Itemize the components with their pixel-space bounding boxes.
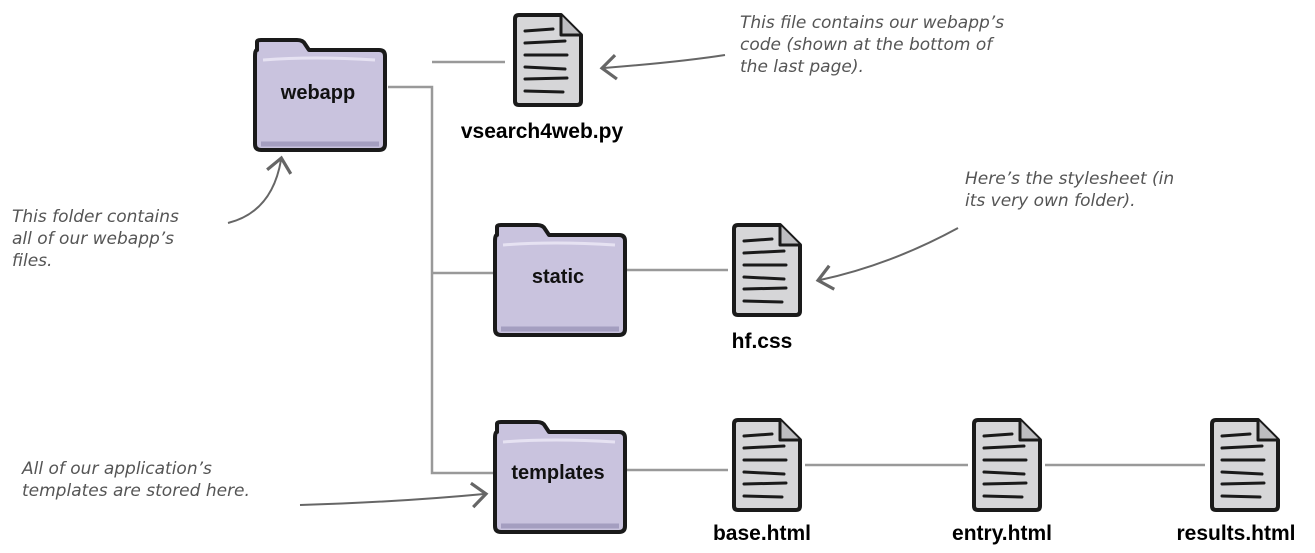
note-stylesheet: Here’s the stylesheet (in its very own f… xyxy=(965,168,1174,212)
note-templates-here-line-1: All of our application’s xyxy=(22,459,212,479)
connector-webapp-trunk xyxy=(388,85,500,475)
file-icon-entry xyxy=(972,418,1042,512)
file-label-hfcss: hf.css xyxy=(731,330,793,353)
file-label-entry: entry.html xyxy=(952,522,1052,545)
note-folder-contains-line-3: files. xyxy=(12,251,53,271)
annotation-arrows xyxy=(227,53,959,509)
file-icon-hfcss xyxy=(732,223,802,317)
note-webapp-code-line-1: This file contains our webapp’s xyxy=(740,13,1005,33)
file-icon-base xyxy=(732,418,802,512)
note-webapp-code: This file contains our webapp’s code (sh… xyxy=(740,12,1004,78)
folder-label-webapp: webapp xyxy=(280,82,356,104)
note-stylesheet-line-2: its very own folder). xyxy=(965,191,1136,211)
file-icon-vsearch xyxy=(513,13,583,107)
file-label-vsearch: vsearch4web.py xyxy=(460,120,624,143)
folder-label-static: static xyxy=(531,266,585,288)
file-icon-results xyxy=(1210,418,1280,512)
note-stylesheet-line-1: Here’s the stylesheet (in xyxy=(965,169,1175,189)
file-label-base: base.html xyxy=(712,522,812,545)
arrow-to-webapp xyxy=(227,155,293,224)
file-label-results: results.html xyxy=(1176,522,1296,545)
note-folder-contains: This folder contains all of our webapp’s… xyxy=(12,206,179,272)
note-folder-contains-line-2: all of our webapp’s xyxy=(12,229,175,249)
note-webapp-code-line-2: code (shown at the bottom of xyxy=(740,35,993,55)
note-webapp-code-line-3: the last page). xyxy=(740,57,864,77)
arrow-to-vsearch xyxy=(599,53,726,81)
arrow-to-hfcss xyxy=(815,227,959,291)
note-folder-contains-line-1: This folder contains xyxy=(12,207,179,227)
note-templates-here-line-2: templates are stored here. xyxy=(22,481,250,501)
note-templates-here: All of our application’s templates are s… xyxy=(22,458,250,502)
folder-label-templates: templates xyxy=(511,462,605,484)
arrow-to-templates xyxy=(299,481,489,509)
connector-lines xyxy=(388,60,1205,475)
